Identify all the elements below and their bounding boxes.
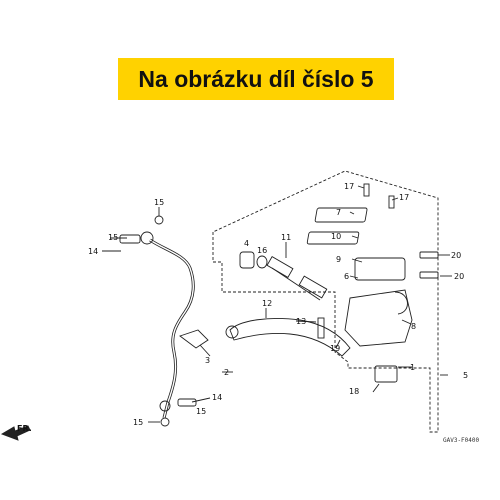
callout-17: 17 [344, 182, 354, 191]
reservoir-cover [314, 207, 368, 223]
callout-3: 3 [205, 356, 210, 365]
callout-4: 4 [244, 239, 249, 248]
banner-text: Na obrázku díl číslo 5 [138, 65, 374, 92]
callout-2: 2 [224, 368, 229, 377]
hose-clamp [179, 329, 209, 349]
brake-lever [229, 318, 351, 357]
callout-19: 19 [330, 344, 340, 353]
callout-12: 12 [262, 299, 272, 308]
callout-14: 14 [88, 247, 98, 256]
callout-9: 9 [336, 255, 341, 264]
diaphragm [306, 231, 360, 245]
boot [239, 251, 255, 269]
callout-11: 11 [281, 233, 291, 242]
brake-switch [374, 365, 398, 383]
callout-10: 10 [331, 232, 341, 241]
callout-15d: 15 [133, 418, 143, 427]
assembly-outline-5 [212, 170, 439, 433]
part-number-banner: Na obrázku díl číslo 5 [118, 58, 394, 100]
front-marker-label: FR. [17, 424, 32, 433]
callout-8: 8 [411, 322, 416, 331]
holder-bolt [419, 251, 439, 259]
callout-17b: 17 [399, 193, 409, 202]
diagram-code: GAV3-F0400 [443, 437, 480, 444]
callout-18: 18 [349, 387, 359, 396]
callout-16: 16 [257, 246, 267, 255]
banjo-bolt-bottom [177, 398, 197, 407]
front-arrow [0, 425, 31, 441]
callout-20: 20 [451, 251, 461, 260]
banjo-bolt-top [119, 234, 141, 244]
callout-7: 7 [336, 208, 341, 217]
callout-20b: 20 [454, 272, 464, 281]
master-cylinder-body [344, 289, 413, 347]
callout-15: 15 [154, 198, 164, 207]
callout-6: 6 [344, 272, 349, 281]
callout-5: 5 [463, 371, 468, 380]
callout-15c: 15 [196, 407, 206, 416]
callout-1: 1 [410, 363, 415, 372]
callout-14b: 14 [212, 393, 222, 402]
callout-13: 13 [296, 317, 306, 326]
callout-15b: 15 [108, 233, 118, 242]
piston-set [271, 267, 321, 301]
